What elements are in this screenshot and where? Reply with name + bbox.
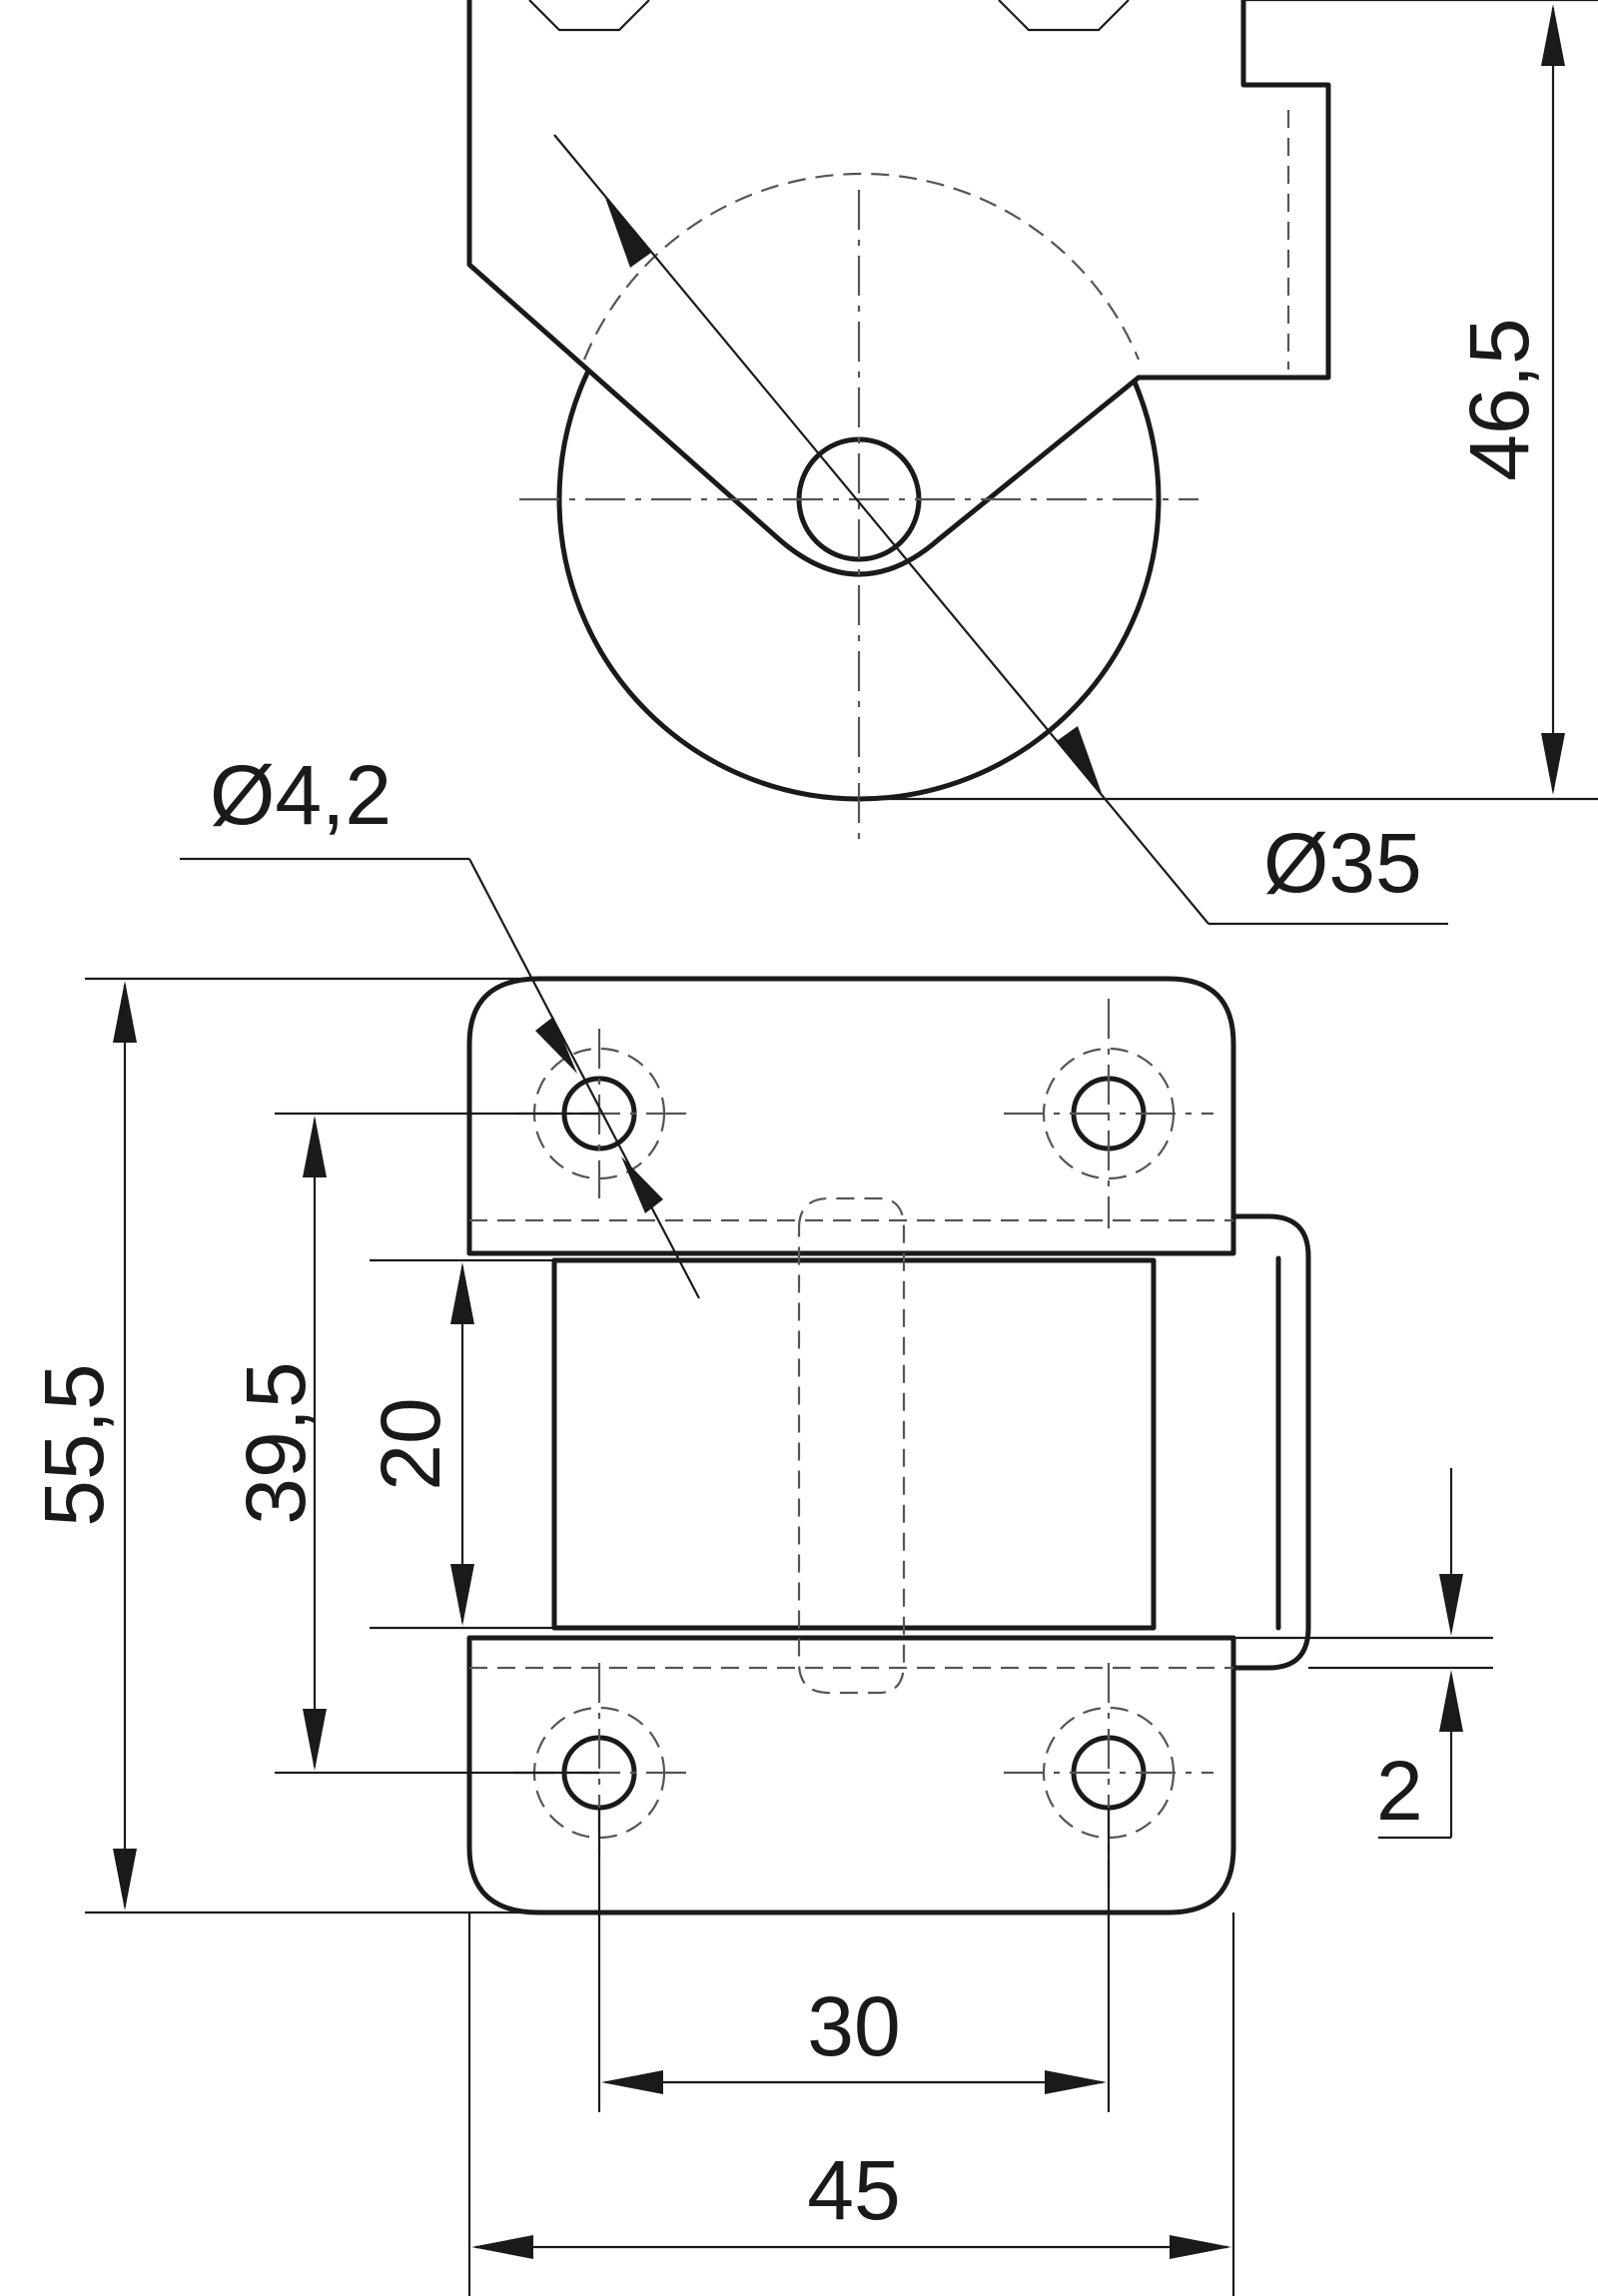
arrow-icon: [1541, 733, 1565, 795]
side-view: Ø35 46,5: [466, 0, 1598, 926]
arrow-icon: [113, 981, 137, 1043]
wheel-width-label: 20: [364, 1397, 457, 1490]
bracket-plate: [466, 0, 1331, 577]
arrow-icon: [471, 2235, 533, 2259]
vertical-hole-spacing-label: 39,5: [229, 1361, 323, 1525]
arrow-icon: [535, 1017, 577, 1074]
wheel-diameter-label: Ø35: [1263, 816, 1422, 910]
screw-hole-top-right: [1004, 999, 1213, 1228]
arrow-icon: [621, 1156, 663, 1213]
hidden-wheel-rim: [582, 172, 1141, 361]
wheel-top-outline: [551, 1257, 1157, 1631]
offset-label: 2: [1376, 1744, 1423, 1838]
total-length-label: 55,5: [27, 1363, 121, 1527]
height-label: 46,5: [1452, 318, 1546, 481]
arrow-icon: [1045, 2070, 1107, 2094]
plate-lower: [466, 1635, 1236, 1915]
arrow-icon: [1541, 4, 1565, 66]
arrow-icon: [1057, 726, 1104, 799]
arrow-icon: [1170, 2235, 1231, 2259]
arrow-icon: [1439, 1574, 1463, 1636]
top-view: Ø4,2 55,5 39,5 20 2: [27, 748, 1493, 2296]
horizontal-hole-spacing-label: 30: [807, 1979, 900, 2073]
hole-leader: [468, 858, 700, 1299]
plate-detail-lines: [528, 0, 1130, 32]
arrow-icon: [601, 2070, 663, 2094]
arrow-icon: [604, 195, 651, 268]
arrow-icon: [450, 1262, 474, 1324]
hole-diameter-label: Ø4,2: [210, 748, 392, 842]
arrow-icon: [303, 1709, 327, 1771]
total-width-label: 45: [807, 2143, 900, 2237]
hidden-axle-slot: [797, 1196, 906, 1695]
arrow-icon: [450, 1564, 474, 1626]
arrow-icon: [1439, 1670, 1463, 1732]
arrow-icon: [113, 1849, 137, 1911]
fork-loop: [1230, 1213, 1311, 1671]
arrow-icon: [303, 1116, 327, 1177]
plate-upper: [466, 976, 1236, 1256]
